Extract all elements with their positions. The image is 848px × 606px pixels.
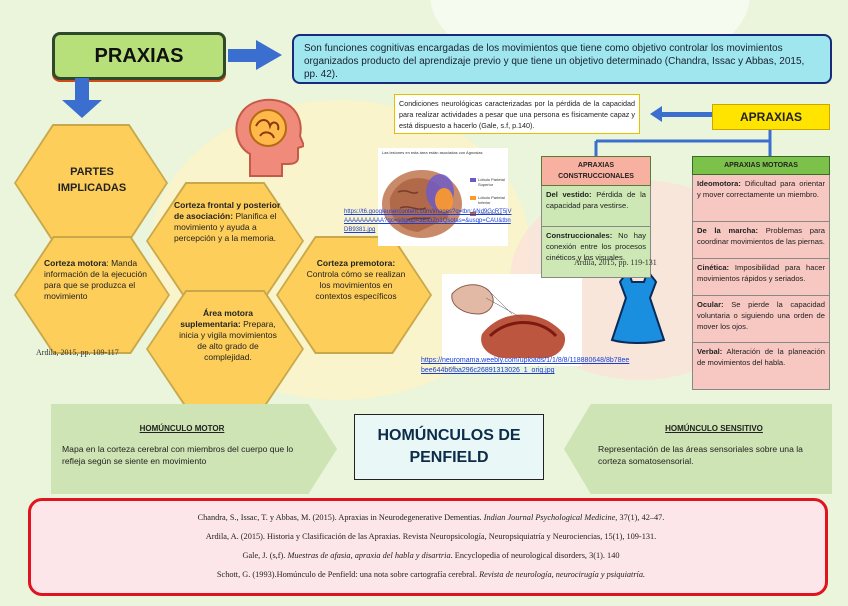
frontal-text: Planifica el movimiento y ayuda a percep…: [174, 211, 277, 243]
brain-caption: Las lesiones en esta área están asociada…: [382, 150, 483, 155]
homunculus-icon: [451, 284, 566, 358]
constructional-row: Construccionales: No hay conexión entre …: [541, 227, 651, 278]
ref-text: Chandra, S., Issac, T. y Abbas, M. (2015…: [197, 513, 484, 522]
row-label: Cinética:: [697, 263, 730, 272]
motor-apraxia-row: Ideomotora: Dificultad para orientar y m…: [692, 175, 830, 222]
ref-tail: , 37(1), 42–47.: [615, 513, 665, 522]
brain-image-link[interactable]: https://t6.googleusercontent.com/images?…: [344, 209, 512, 233]
parts-title: PARTES IMPLICADAS: [57, 166, 127, 194]
hex-premotor-text: Corteza premotora: Controla cómo se real…: [304, 258, 408, 302]
hex-supl-text: Área motora suplementaria: Prepara, inic…: [176, 308, 280, 363]
homunculus-sensory-text: Representación de las áreas sensoriales …: [598, 444, 803, 466]
motor-apraxias-table: APRAXIAS MOTORAS Ideomotora: Dificultad …: [692, 156, 830, 390]
row-text: No hay conexión entre los procesos cinét…: [546, 231, 646, 262]
row-label: Ideomotora:: [697, 179, 741, 188]
constructional-table: APRAXIAS CONSTRUCCIONALES Del vestido: P…: [541, 156, 651, 278]
row-text: Pérdida de la capacidad para vestirse.: [546, 190, 646, 210]
ref-text: Schott, G. (1993).Homúnculo de Penfield:…: [216, 570, 480, 579]
ref-italic: Indian Journal Psychological Medicine: [483, 513, 616, 522]
brain-legend-2: Lóbulo Parietal Inferior: [478, 195, 505, 205]
apraxias-title: APRAXIAS: [712, 104, 830, 130]
praxias-title: PRAXIAS: [52, 32, 226, 80]
motor-apraxia-row: Ocular: Se pierde la capacidad voluntari…: [692, 296, 830, 343]
hex-frontal-text: Corteza frontal y posterior de asociació…: [174, 200, 284, 244]
frontal-label: Corteza frontal y posterior de asociació…: [174, 200, 281, 221]
motor-text: Manda información de la ejecución para q…: [44, 258, 148, 301]
head-brain-icon: [235, 98, 304, 177]
down-arrow-icon: [62, 78, 102, 118]
references-box: Chandra, S., Issac, T. y Abbas, M. (2015…: [28, 498, 828, 596]
row-text: Dificultad para orientar y mover correct…: [697, 179, 825, 199]
homunculus-motor-box: [51, 404, 337, 494]
row-text: Alteración de la planeación de movimient…: [697, 347, 825, 367]
reference-item: Chandra, S., Issac, T. y Abbas, M. (2015…: [31, 513, 831, 522]
row-text: Se pierde la capacidad voluntaria o sigu…: [697, 300, 825, 331]
row-label: Del vestido:: [546, 190, 592, 199]
ref-tail: . Encyclopedia of neurological disorders…: [450, 551, 620, 560]
row-label: Construccionales:: [546, 231, 613, 240]
apraxias-definition: Condiciones neurológicas caracterizadas …: [394, 94, 640, 134]
brain-image: Las lesiones en esta área están asociada…: [378, 148, 508, 246]
motor-apraxia-row: Verbal: Alteración de la planeación de m…: [692, 343, 830, 390]
right-arrow-icon: [228, 40, 282, 70]
connector-lines: [594, 128, 772, 156]
homunculus-motor-text: Mapa en la corteza cerebral con miembros…: [62, 444, 294, 466]
praxias-definition: Son funciones cognitivas encargadas de l…: [292, 34, 832, 84]
homunculus-image: [442, 274, 582, 366]
left-arrow-icon: [650, 106, 712, 122]
penfield-title: HOMÚNCULOS DE PENFIELD: [354, 414, 544, 480]
motor-apraxias-header: APRAXIAS MOTORAS: [692, 156, 830, 175]
row-label: Verbal:: [697, 347, 723, 356]
constructional-row: Del vestido: Pérdida de la capacidad par…: [541, 186, 651, 227]
row-label: Ocular:: [697, 300, 724, 309]
ref-italic: Revista de neurología, neurocirugía y ps…: [479, 570, 646, 579]
hex-parts-title: [14, 124, 168, 242]
premotor-text: Controla cómo se realizan los movimiento…: [306, 269, 406, 301]
hex-motor-text: Corteza motora: Manda información de la …: [44, 258, 148, 301]
row-text: Imposibilidad para hacer movimientos ráp…: [697, 263, 825, 283]
homunculus-sensory-box: [564, 404, 832, 494]
brain-legend-1: Lóbulo Parietal Superior: [478, 177, 505, 187]
motor-apraxia-row: Cinética: Imposibilidad para hacer movim…: [692, 259, 830, 296]
homunculus-motor-title: HOMÚNCULO MOTOR: [139, 424, 225, 433]
row-label: De la marcha:: [697, 226, 759, 235]
ref-italic: Muestras de afasia, apraxia del habla y …: [287, 551, 451, 560]
reference-item: Schott, G. (1993).Homúnculo de Penfield:…: [31, 570, 831, 579]
brain-legend-3: Lóbulo frontal: [478, 211, 503, 216]
reference-item: Gale, J. (s,f). Muestras de afasia, apra…: [31, 551, 831, 560]
ref-text: Gale, J. (s,f).: [242, 551, 288, 560]
motor-label: Corteza motora: [44, 258, 107, 268]
reference-item: Ardila, A. (2015). Historia y Clasificac…: [31, 532, 831, 541]
row-text: Problemas para coordinar movimientos de …: [697, 226, 825, 246]
motor-apraxia-row: De la marcha: Problemas para coordinar m…: [692, 222, 830, 259]
dress-icon: [610, 268, 666, 344]
premotor-label: Corteza premotora:: [316, 258, 396, 268]
homunculus-sensory-title: HOMÚNCULO SENSITIVO: [665, 424, 763, 433]
homunculus-image-link[interactable]: https://neuromama.weebly.com/uploads/1/1…: [421, 357, 630, 374]
supl-label: Área motora suplementaria:: [180, 308, 254, 329]
parts-citation: Ardila, 2015, pp. 109-117: [36, 348, 119, 357]
brain-icon: [382, 170, 476, 238]
ref-text: Ardila, A. (2015). Historia y Clasificac…: [205, 532, 657, 541]
constructional-citation: Ardila, 2015, pp. 119-131: [574, 258, 657, 267]
supl-text: Prepara, inicia y vigila movimientos de …: [179, 319, 277, 362]
constructional-header: APRAXIAS CONSTRUCCIONALES: [541, 156, 651, 186]
